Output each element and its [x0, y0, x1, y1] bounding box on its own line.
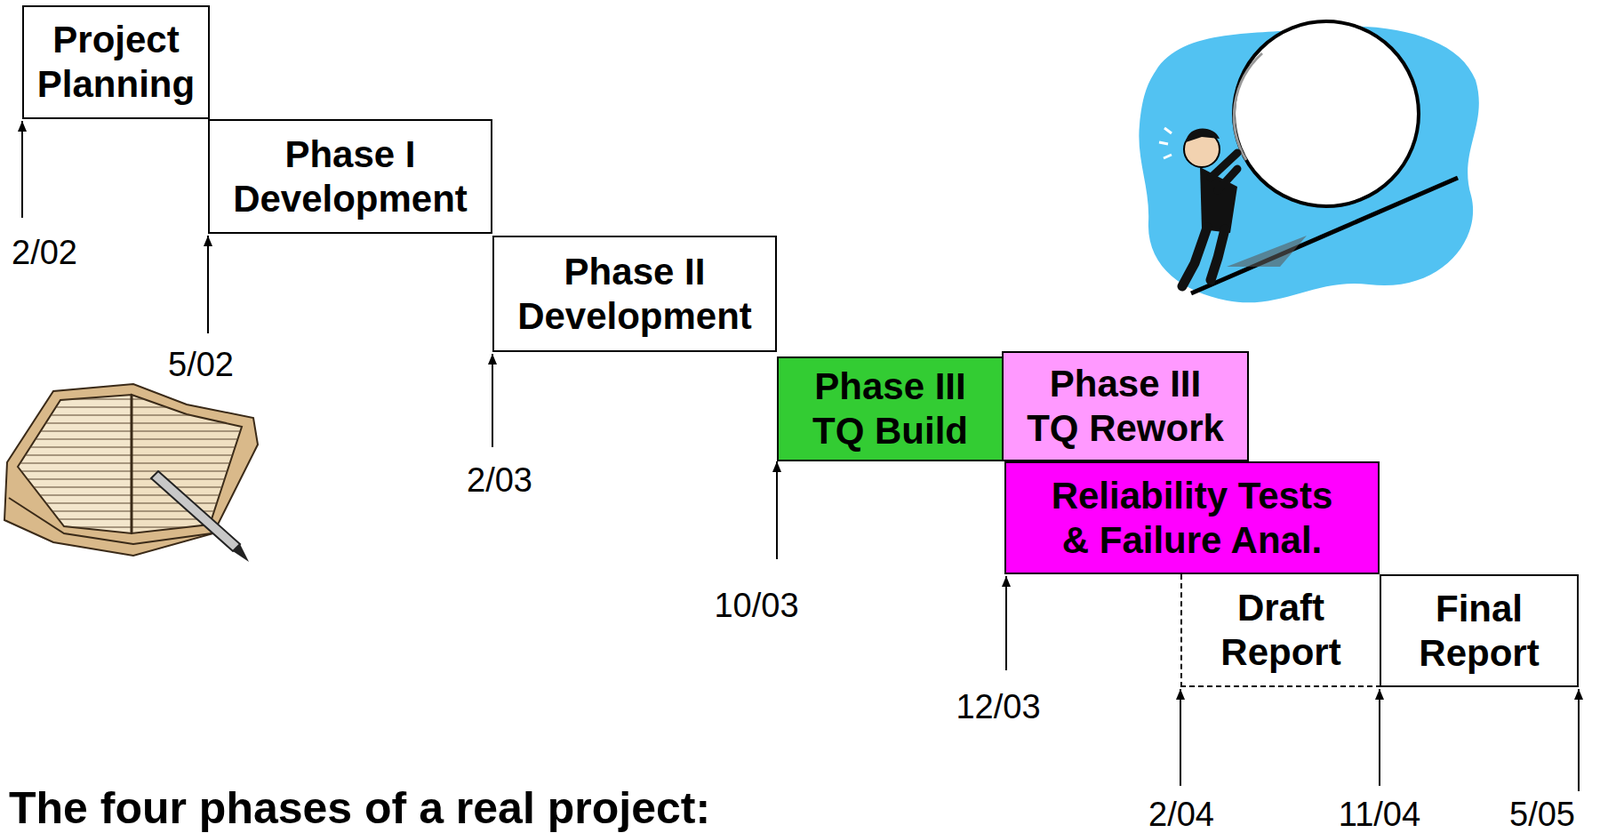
node-label: Phase III TQ Rework — [1022, 361, 1229, 450]
rework-box: Phase III TQ Rework — [1001, 351, 1249, 462]
milestone-arrow — [1577, 688, 1580, 792]
date-label: 2/04 — [1148, 797, 1215, 832]
milestone-arrow — [1179, 688, 1182, 786]
date-label: 2/03 — [466, 463, 533, 497]
caption: The four phases of a real project: — [8, 785, 711, 831]
build-box: Phase III TQ Build — [776, 356, 1004, 462]
phase-box: Phase II Development — [492, 235, 777, 352]
date-label: 12/03 — [955, 689, 1040, 724]
node-label: Phase II Development — [501, 249, 768, 338]
node-label: Draft Report — [1200, 585, 1361, 674]
test-box: Reliability Tests & Failure Anal. — [1004, 461, 1380, 575]
milestone-arrow — [1005, 576, 1008, 671]
notebook-clipart — [4, 384, 258, 562]
node-label: Phase I Development — [216, 132, 484, 221]
node-label: Project Planning — [29, 17, 203, 106]
date-label: 11/04 — [1338, 797, 1421, 832]
milestone-arrow — [1378, 688, 1381, 786]
milestone-arrow — [776, 461, 778, 560]
node-label: Final Report — [1399, 586, 1560, 675]
report-box: Final Report — [1379, 574, 1579, 688]
milestone-arrow — [21, 120, 24, 218]
date-label: 2/02 — [11, 235, 78, 270]
date-label: 5/02 — [168, 347, 234, 382]
milestone-arrow — [207, 235, 209, 334]
sisyphus-clipart — [1138, 21, 1479, 303]
node-label: Reliability Tests & Failure Anal. — [1039, 473, 1346, 562]
phase-box: Phase I Development — [208, 119, 493, 234]
planning-box: Project Planning — [22, 5, 210, 120]
date-label: 10/03 — [713, 588, 799, 623]
report-box: Draft Report — [1180, 574, 1382, 688]
node-label: Phase III TQ Build — [792, 364, 989, 453]
milestone-arrow — [491, 353, 494, 448]
date-label: 5/05 — [1509, 797, 1576, 832]
